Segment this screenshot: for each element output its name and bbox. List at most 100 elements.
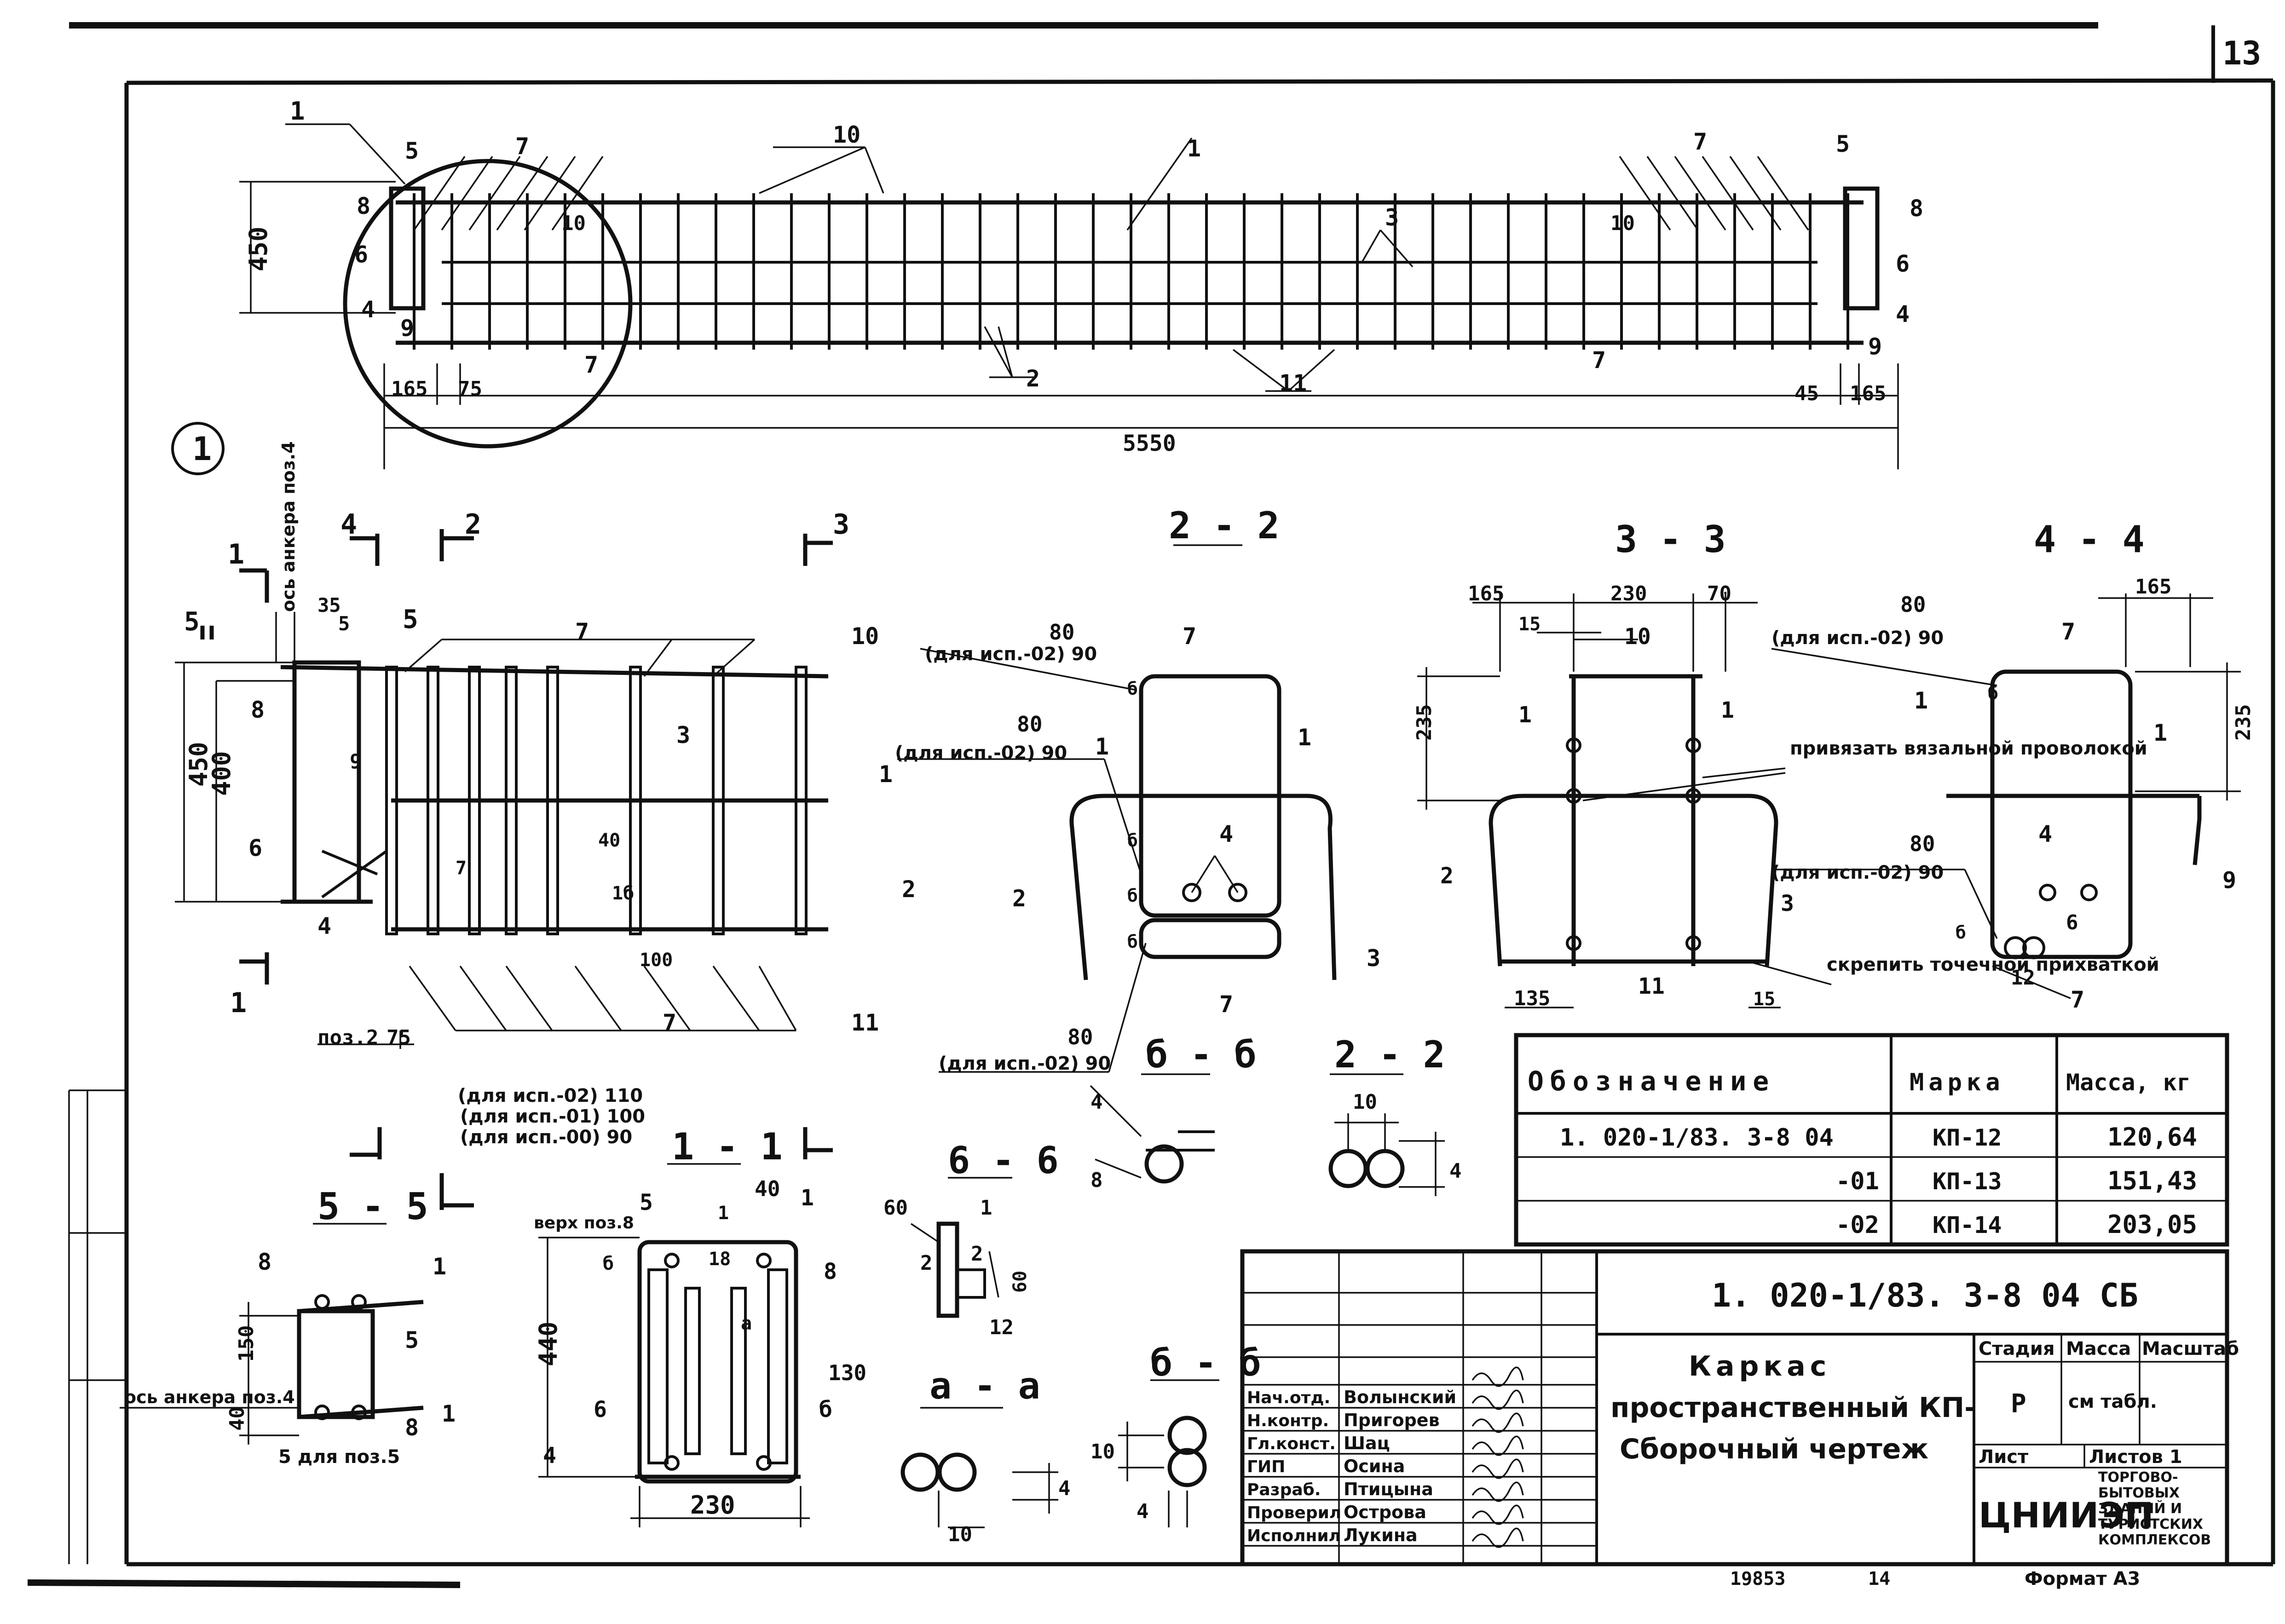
label-8: 8 [251,697,265,723]
dim-165-right: 165 [1850,382,1886,405]
label-2-2-7a: 7 [1183,623,1196,650]
role-name: Острова [1344,1502,1426,1522]
role-label: Нач.отд. [1247,1388,1330,1407]
role-label: Исполнил [1247,1526,1341,1545]
section-4-4-drawing [1771,593,2241,999]
role-label: Гл.конст. [1247,1434,1336,1453]
note-4-4-isp: (для исп.-02) 90 [1771,628,1944,649]
label-6-6-2b: 2 [971,1242,983,1266]
marker-5-left: 5 [184,607,200,637]
callout-5b: 5 [1836,131,1850,157]
label-1-1-1a: 1 [801,1185,814,1211]
sheets-label: Листов 1 [2089,1446,2182,1468]
dim-5: 5 [338,612,350,635]
stirrup-pair [712,666,725,935]
label-6-6-12: 12 [989,1316,1014,1339]
callout-2: 2 [1026,365,1040,392]
org-description: торгово-бытовых зданий и туристских комп… [2098,1470,2211,1548]
label-4-4-1b: 1 [2153,720,2167,746]
view-number-circle [171,422,225,475]
label-4-4-1a: 1 [1914,687,1928,714]
doc-title-line2: пространственный КП- [1610,1392,1976,1424]
label-6: 6 [248,835,262,861]
section-6-6-drawing [911,1177,1012,1318]
section-2-2-title: 2 - 2 [1169,504,1280,547]
section-2-2-drawing [897,544,1337,1073]
label-3-3-11: 11 [1638,973,1665,999]
role-label: Проверил [1247,1503,1341,1522]
stirrup-pair [629,666,642,935]
callout-9a: 9 [400,315,414,341]
marker-2-top: 2 [465,508,481,541]
note-tie: привязать вязальной проволокой [1790,738,2147,759]
dim-1-1-440: 440 [534,1321,563,1366]
callout-7a: 7 [515,133,529,160]
label-3-3-3: 3 [1781,891,1794,916]
role-name: Лукина [1344,1525,1418,1545]
label-1-1-8: 8 [824,1259,837,1284]
role-name: Пригорев [1344,1410,1440,1430]
role-label: Разраб. [1247,1480,1321,1499]
stirrup-pair [505,666,518,935]
detail-view-drawing [175,612,829,1049]
label-100: 100 [640,950,673,971]
dim-3-3-70: 70 [1707,582,1731,605]
label-10: 10 [851,623,879,650]
axis-anchor-label: ось анкера поз.4 [278,441,299,612]
spec-row1-mark: КП-12 [1933,1124,2002,1151]
dim-bb2-10: 10 [1091,1440,1115,1463]
spec-table [1514,1033,2229,1247]
label-7: 7 [575,618,589,645]
callout-3: 3 [1385,204,1399,231]
section-bb1-title: б - б [1146,1033,1257,1076]
label-4: 4 [317,913,331,939]
section-3-3-title: 3 - 3 [1615,518,1726,561]
label-2-2-1b: 1 [1298,724,1311,751]
signature-scribbles [1471,1366,1524,1548]
section-6-6-title: 6 - 6 [948,1139,1059,1182]
view-1-labels: 1 5 7 10 1 7 5 8 8 10 3 10 6 6 4 9 7 2 1… [244,97,1923,456]
callout-1a: 1 [290,97,305,126]
callout-7b: 7 [1693,128,1707,155]
stirrup-pair [546,666,559,935]
marker-3-top: 3 [833,508,849,541]
axis-anchor-5-5: ось анкера поз.4 [124,1387,295,1407]
dim-1-1-230: 230 [690,1491,735,1520]
view-1-elevation [239,123,1899,469]
dim-3-3-230: 230 [1610,582,1647,605]
sheet-frame [27,22,2275,1588]
dim-3-3-15: 15 [1518,614,1541,635]
spec-row3-mass: 203,05 [2107,1210,2197,1239]
dim-bb1-4: 4 [1091,1090,1103,1114]
label-1-1-5: 5 [640,1190,653,1215]
note-5-5-poz5: 5 для поз.5 [278,1446,400,1468]
spec-header-mass: Масса, кг [2066,1069,2191,1096]
section-1-1-title: 1 - 1 [672,1125,783,1168]
callout-6b: 6 [1896,250,1910,277]
label-75: 75 [387,1026,411,1049]
label-4-4-6: 6 [2066,911,2078,934]
dim-1-1-18: 18 [709,1249,731,1270]
label-2-2-b2: б [1127,830,1138,851]
label-1-1-4: 4 [543,1443,556,1469]
marker-1-top: 1 [228,538,244,570]
callout-7d: 7 [1592,347,1606,374]
spec-row2-mark: КП-13 [1933,1168,2002,1195]
section-5-5-title: 5 - 5 [317,1185,428,1228]
spec-row2-designation: -01 [1836,1168,1879,1195]
spec-row3-designation: -02 [1836,1211,1879,1239]
label-2-2-b1: б [1127,679,1138,699]
dim-35: 35 [317,594,341,616]
stirrup-pair [427,666,439,935]
dim-400: 400 [207,751,236,796]
org-name: ЦНИИЭП [1979,1495,2154,1536]
note-2-2-a: (для исп.-02) 90 [925,644,1097,665]
dim-3-3-135: 135 [1514,987,1550,1010]
dim-80-c: 80 [1067,1025,1093,1049]
stirrup-pair [385,666,398,935]
dim-2-2s-4: 4 [1449,1159,1462,1183]
label-2-2-1a: 1 [1095,733,1109,760]
note-1-1-isp02: (для исп.-02) 110 [458,1085,643,1106]
dim-3-3-165: 165 [1468,582,1504,605]
